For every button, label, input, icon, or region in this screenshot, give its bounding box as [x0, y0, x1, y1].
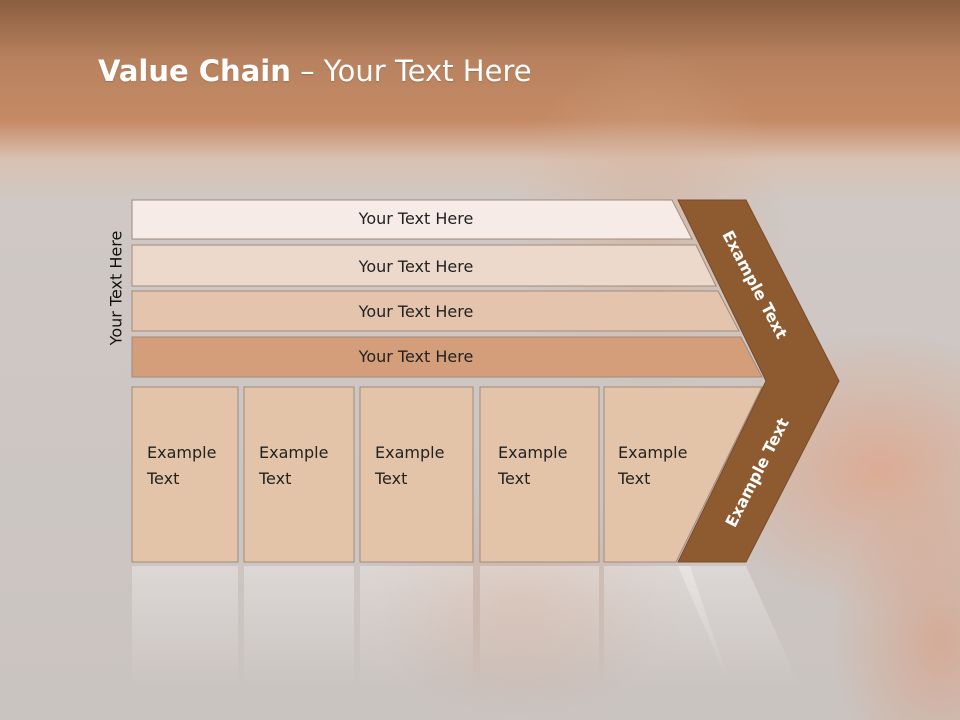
primary-cell: Example Text — [243, 386, 355, 563]
support-bar-shape — [131, 290, 740, 332]
primary-cell-line2: Text — [258, 469, 291, 488]
primary-cell-shape — [603, 386, 763, 563]
primary-cell-line1: Example — [147, 443, 216, 462]
primary-cell-line1: Example — [259, 443, 328, 462]
primary-cell: Example Text — [359, 386, 474, 563]
support-bar: Your Text Here — [131, 244, 717, 287]
primary-cell: Example Text — [131, 386, 239, 563]
support-bar-label: Your Text Here — [358, 347, 474, 366]
slide-title: Value Chain – Your Text Here — [98, 54, 532, 88]
primary-cell-shape — [479, 386, 600, 563]
support-bar-label: Your Text Here — [358, 209, 474, 228]
title-rest: – Your Text Here — [290, 54, 532, 88]
primary-cell: Example Text — [479, 386, 600, 563]
primary-cell-line2: Text — [497, 469, 530, 488]
support-bar-shape — [131, 336, 763, 378]
primary-cell: Example Text — [603, 386, 763, 563]
support-bar-shape — [131, 199, 693, 240]
support-bar-shape — [131, 244, 717, 287]
primary-cell-line1: Example — [375, 443, 444, 462]
title-bold: Value Chain — [98, 54, 291, 88]
primary-cell-shape — [131, 386, 239, 563]
primary-cell-shape — [359, 386, 474, 563]
primary-cell-line1: Example — [498, 443, 567, 462]
primary-cell-line2: Text — [374, 469, 407, 488]
support-bar: Your Text Here — [131, 290, 740, 332]
primary-cell-line2: Text — [617, 469, 650, 488]
support-bar: Your Text Here — [131, 199, 693, 240]
primary-cell-shape — [243, 386, 355, 563]
margin-chevron-shape — [677, 199, 840, 563]
support-bar: Your Text Here — [131, 336, 763, 378]
support-bar-label: Your Text Here — [358, 257, 474, 276]
primary-cell-line1: Example — [618, 443, 687, 462]
support-bar-label: Your Text Here — [358, 302, 474, 321]
primary-cell-line2: Text — [146, 469, 179, 488]
